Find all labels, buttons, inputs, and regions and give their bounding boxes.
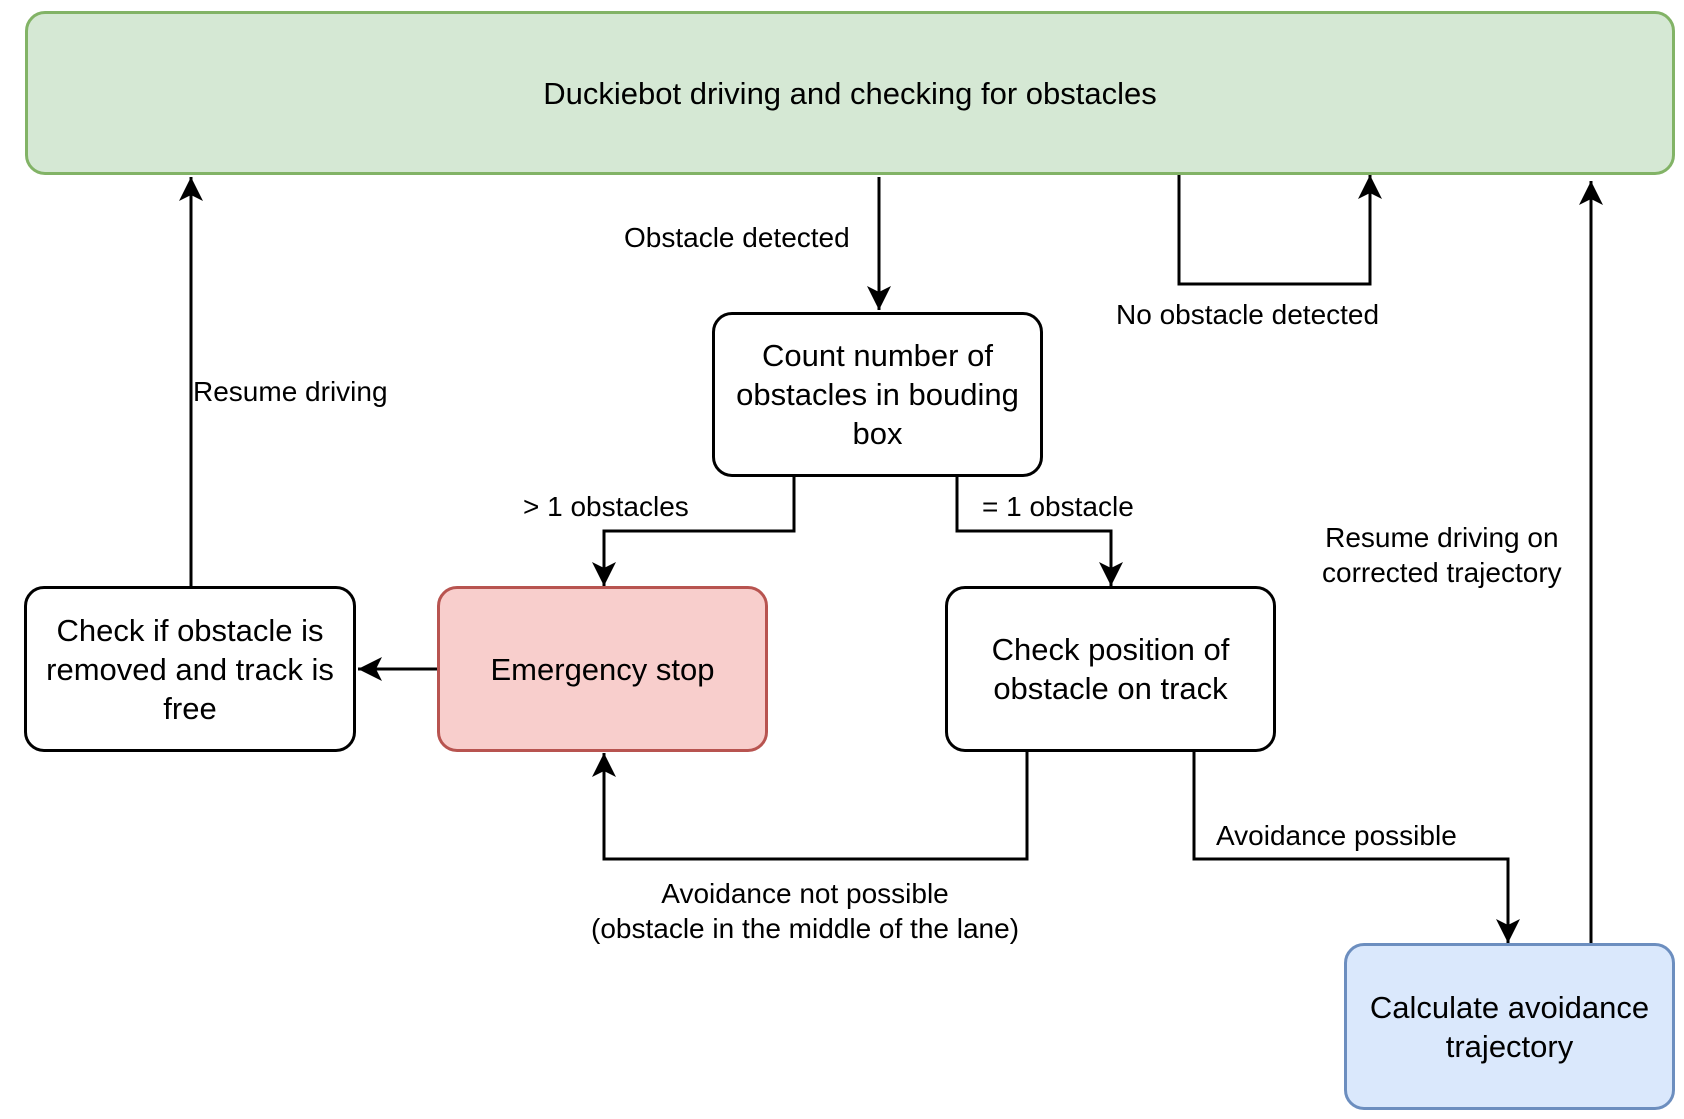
arrowhead-into-emergency-top <box>592 562 616 586</box>
label-more-than-one: > 1 obstacles <box>523 491 689 522</box>
label-resume-corrected: Resume driving on corrected trajectory <box>1322 520 1562 590</box>
node-check-removed-label: Check if obstacle is removed and track i… <box>46 612 334 726</box>
arrowhead-into-driving-left <box>179 177 203 201</box>
label-avoidance-not-possible-line2: (obstacle in the middle of the lane) <box>591 913 1020 944</box>
edge-more-than-one <box>602 477 796 586</box>
arrowhead-into-check-position <box>1099 562 1123 586</box>
node-count-obstacles-label: Count number of obstacles in bouding box <box>736 338 1019 451</box>
arrowhead-into-driving-loop <box>1358 175 1382 199</box>
label-exactly-one: = 1 obstacle <box>982 491 1134 522</box>
edge-no-obstacle-detected <box>1177 173 1372 286</box>
arrowhead-into-driving-right <box>1579 181 1603 205</box>
arrowhead-into-calculate <box>1496 919 1520 943</box>
label-no-obstacle-detected: No obstacle detected <box>1116 299 1380 330</box>
node-calculate-trajectory-label: Calculate avoidance trajectory <box>1369 989 1650 1064</box>
label-obstacle-detected: Obstacle detected <box>624 222 850 253</box>
node-count-obstacles: Count number of obstacles in bouding box <box>712 312 1043 477</box>
node-duckiebot-driving-label: Duckiebot driving and checking for obsta… <box>543 75 1157 111</box>
label-avoidance-not-possible: Avoidance not possible (obstacle in the … <box>591 876 1019 946</box>
node-check-removed: Check if obstacle is removed and track i… <box>24 586 356 752</box>
node-emergency-stop: Emergency stop <box>437 586 768 752</box>
node-emergency-stop-label: Emergency stop <box>490 651 715 687</box>
edge-avoidance-possible <box>1192 751 1510 943</box>
label-resume-driving: Resume driving <box>193 376 388 407</box>
edge-exactly-one <box>955 477 1113 586</box>
arrowhead-into-emergency-bottom <box>592 753 616 777</box>
label-avoidance-possible: Avoidance possible <box>1216 820 1457 851</box>
edge-avoidance-not-possible <box>602 751 1029 861</box>
label-resume-corrected-line2: corrected trajectory <box>1322 557 1562 588</box>
arrowhead-into-count <box>867 286 891 310</box>
node-calculate-trajectory: Calculate avoidance trajectory <box>1344 943 1675 1110</box>
arrowhead-into-check-removed <box>358 657 382 681</box>
node-duckiebot-driving: Duckiebot driving and checking for obsta… <box>25 11 1675 175</box>
label-avoidance-not-possible-line1: Avoidance not possible <box>661 878 949 909</box>
node-check-position-label: Check position of obstacle on track <box>991 632 1230 706</box>
node-check-position: Check position of obstacle on track <box>945 586 1276 752</box>
label-resume-corrected-line1: Resume driving on <box>1325 522 1559 553</box>
